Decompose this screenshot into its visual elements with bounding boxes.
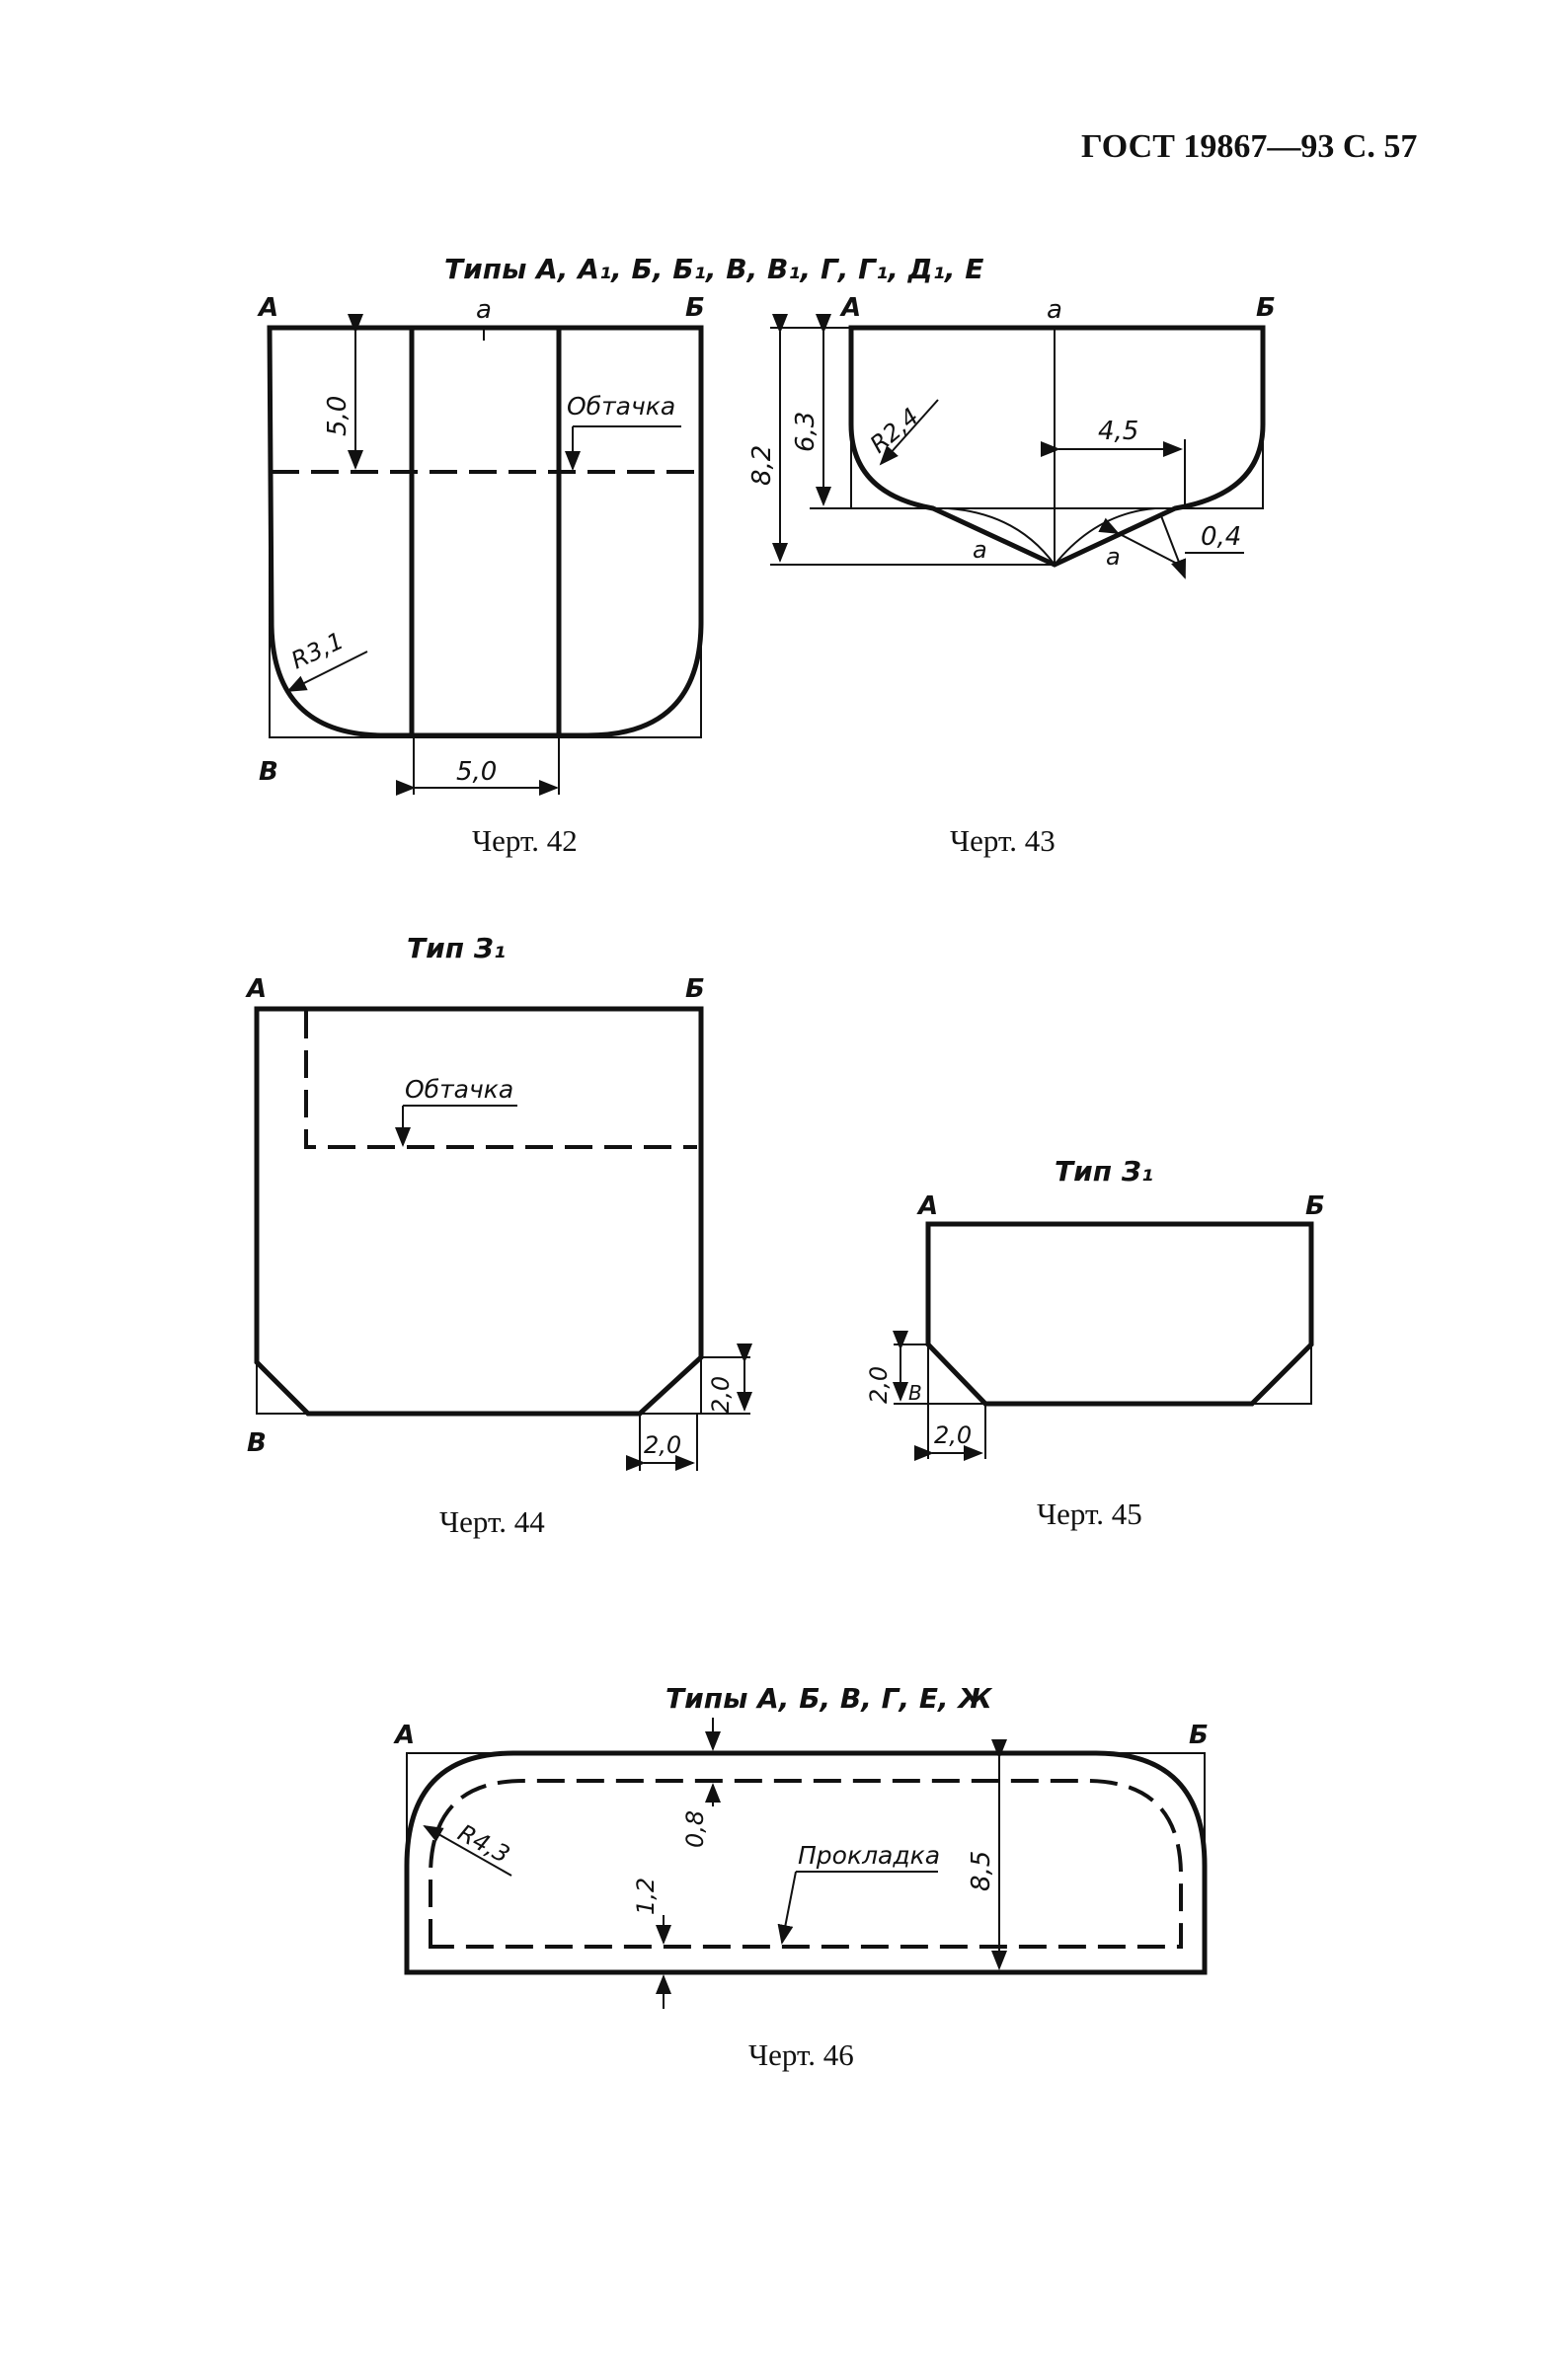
fig45-outline <box>927 1223 1312 1405</box>
fig44-label-v: В <box>247 1428 267 1458</box>
fig44-label-b: Б <box>685 974 705 1004</box>
fig44-type-title: Тип З₁ <box>407 932 506 964</box>
fig43-label-b: Б <box>1256 293 1276 323</box>
caption-fig45: Черт. 45 <box>1037 1497 1142 1531</box>
fig44-outline <box>256 1008 702 1415</box>
fig46-dim-height: 8,5 <box>967 1851 996 1891</box>
fig43-radius: R2,4 <box>865 403 924 459</box>
fig44-dim-horizontal: 2,0 <box>644 1431 681 1459</box>
fig42-label-b: Б <box>685 293 705 323</box>
fig46-lining-label: Прокладка <box>798 1841 940 1870</box>
caption-fig42: Черт. 42 <box>472 823 578 858</box>
fig46-types-title: Типы А, Б, В, Г, Е, Ж <box>665 1682 992 1715</box>
fig45-pocket <box>925 1221 1314 1407</box>
fig44-facing-line <box>304 1011 697 1149</box>
fig43-radius-leader <box>879 399 939 466</box>
fig45-dim-horizontal: 2,0 <box>934 1421 972 1449</box>
fig44-dim-vertical: 2,0 <box>707 1376 735 1414</box>
fig43-small-leader-2 <box>1159 512 1187 579</box>
fig43-mark-a-right: а <box>1106 543 1121 571</box>
fig43-label-a: А <box>839 293 861 323</box>
fig43-alt-curve-left <box>947 507 1056 566</box>
figure-46: А Б 0,8 1,2 8,5 R4,3 Прокладка <box>393 1718 1209 2009</box>
fig42-facing-label: Обтачка <box>567 392 675 421</box>
fig43-label-a-mid: а <box>1047 295 1062 325</box>
fig42-pocket <box>267 325 704 738</box>
fig42-dim-width: 5,0 <box>456 757 497 787</box>
page-header: ГОСТ 19867—93 С. 57 <box>1081 128 1418 165</box>
fig44-corner-left <box>258 1361 309 1415</box>
fig43-dim-total: 8,2 <box>747 445 777 486</box>
fig43-dim-small: 0,4 <box>1201 522 1241 552</box>
fig45-mark-v: В <box>908 1381 922 1405</box>
figure-42: А а Б В 5,0 5,0 R3,1 Обтачка <box>257 293 705 796</box>
fig46-label-b: Б <box>1189 1721 1209 1750</box>
fig43-dim-inner: 6,3 <box>791 412 821 452</box>
fig46-radius: R4,3 <box>453 1819 514 1869</box>
caption-fig43: Черт. 43 <box>950 823 1056 858</box>
fig46-label-a: А <box>393 1721 415 1750</box>
caption-fig44: Черт. 44 <box>439 1504 545 1539</box>
fig46-dim-bottom: 1,2 <box>632 1878 660 1915</box>
fig44-label-a: А <box>245 974 267 1004</box>
fig44-pocket <box>254 1006 704 1417</box>
caption-fig46: Черт. 46 <box>748 2037 854 2072</box>
fig45-label-a: А <box>916 1191 938 1221</box>
fig42-label-v: В <box>259 757 278 787</box>
fig42-label-a-mid: а <box>476 295 492 325</box>
fig42-dim-height: 5,0 <box>323 396 352 436</box>
types-title-42-43: Типы А, А₁, Б, Б₁, В, В₁, Г, Г₁, Д₁, Е <box>444 253 983 285</box>
fig42-label-a: А <box>257 293 278 323</box>
figure-44: А Б В Обтачка 2,0 2,0 <box>245 974 752 1471</box>
fig44-facing-label: Обтачка <box>405 1075 513 1104</box>
fig46-lining-leader-v <box>777 1871 797 1945</box>
fig46-radius-leader <box>423 1825 512 1877</box>
fig45-type-title: Тип З₁ <box>1055 1155 1153 1188</box>
fig43-mark-a-left: а <box>973 536 987 564</box>
fig42-radius-leader <box>286 651 368 692</box>
fig42-outline <box>269 327 702 738</box>
fig46-dim-top: 0,8 <box>681 1810 709 1848</box>
fig45-dim-vertical: 2,0 <box>865 1366 893 1404</box>
fig43-dim-width: 4,5 <box>1098 417 1138 446</box>
fig43-pocket <box>848 325 1266 568</box>
fig45-corner-left <box>929 1344 986 1405</box>
fig46-pocket <box>404 1750 1208 1975</box>
figure-43: А а Б 8,2 6,3 R2,4 4,5 0,4 а а <box>747 293 1276 579</box>
figure-45: А Б 2,0 В 2,0 <box>865 1191 1325 1461</box>
fig45-label-b: Б <box>1305 1191 1325 1221</box>
fig42-radius: R3,1 <box>287 627 349 675</box>
